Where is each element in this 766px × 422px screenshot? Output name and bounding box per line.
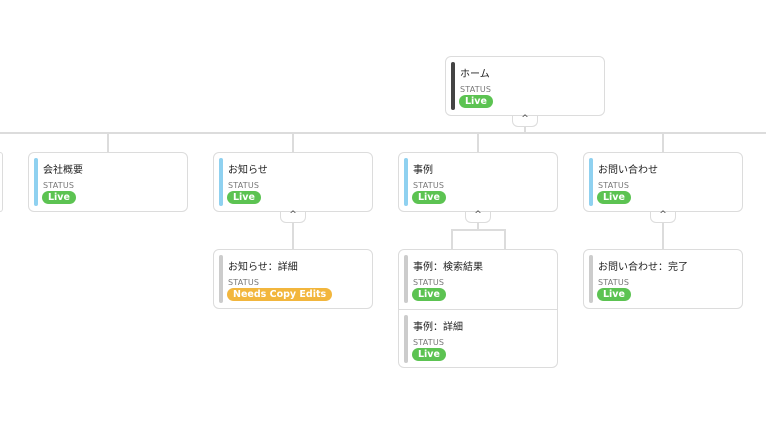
collapse-toggle[interactable]: ^ bbox=[512, 114, 538, 127]
page-card-contact[interactable]: お問い合わせ STATUS Live bbox=[583, 152, 743, 212]
page-title: 事例 bbox=[413, 165, 433, 176]
page-card-company[interactable]: 会社概要 STATUS Live bbox=[28, 152, 188, 212]
chevron-up-icon: ^ bbox=[521, 114, 529, 124]
page-card-home[interactable]: ホーム STATUS Live bbox=[445, 56, 605, 116]
status-label: STATUS bbox=[598, 278, 630, 287]
page-title: お問い合わせ：完了 bbox=[598, 262, 688, 273]
page-title: お知らせ：詳細 bbox=[228, 262, 298, 273]
status-label: STATUS bbox=[228, 278, 260, 287]
status-label: STATUS bbox=[598, 181, 630, 190]
connector bbox=[477, 133, 479, 152]
page-title: 事例：詳細 bbox=[413, 322, 463, 333]
status-label: STATUS bbox=[413, 278, 445, 287]
status-bar bbox=[219, 158, 223, 206]
connector bbox=[504, 229, 506, 249]
page-card-news-detail[interactable]: お知らせ：詳細 STATUS Needs Copy Edits bbox=[213, 249, 373, 309]
status-label: STATUS bbox=[228, 181, 260, 190]
page-title: お問い合わせ bbox=[598, 165, 658, 176]
status-badge: Live bbox=[42, 191, 76, 204]
status-badge: Live bbox=[597, 191, 631, 204]
connector bbox=[524, 126, 526, 133]
connector bbox=[451, 229, 453, 249]
chevron-up-icon: ^ bbox=[289, 210, 297, 220]
status-bar bbox=[404, 315, 408, 363]
chevron-up-icon: ^ bbox=[474, 210, 482, 220]
status-badge: Live bbox=[412, 191, 446, 204]
page-card-news[interactable]: お知らせ STATUS Live bbox=[213, 152, 373, 212]
collapse-toggle[interactable]: ^ bbox=[280, 210, 306, 223]
status-label: STATUS bbox=[43, 181, 75, 190]
page-title: お知らせ bbox=[228, 165, 268, 176]
status-badge: Live bbox=[227, 191, 261, 204]
status-badge: Live bbox=[597, 288, 631, 301]
status-label: STATUS bbox=[413, 338, 445, 347]
status-bar bbox=[404, 158, 408, 206]
chevron-up-icon: ^ bbox=[659, 210, 667, 220]
page-title: 会社概要 bbox=[43, 165, 83, 176]
page-card-contact-complete[interactable]: お問い合わせ：完了 STATUS Live bbox=[583, 249, 743, 309]
status-bar bbox=[404, 255, 408, 303]
page-card-cases-search[interactable]: 事例：検索結果 STATUS Live bbox=[399, 250, 557, 308]
connector bbox=[107, 133, 109, 152]
status-bar bbox=[451, 62, 455, 110]
connector bbox=[292, 133, 294, 152]
page-card-cases-detail[interactable]: 事例：詳細 STATUS Live bbox=[399, 309, 557, 368]
connector bbox=[662, 222, 664, 249]
page-card-edge[interactable] bbox=[0, 152, 3, 212]
connector bbox=[451, 229, 506, 231]
status-badge: Live bbox=[412, 348, 446, 361]
collapse-toggle[interactable]: ^ bbox=[650, 210, 676, 223]
status-bar bbox=[34, 158, 38, 206]
collapse-toggle[interactable]: ^ bbox=[465, 210, 491, 223]
connector bbox=[662, 133, 664, 152]
status-badge: Live bbox=[412, 288, 446, 301]
status-label: STATUS bbox=[460, 85, 492, 94]
status-label: STATUS bbox=[413, 181, 445, 190]
connector bbox=[477, 222, 479, 230]
page-title: ホーム bbox=[460, 69, 490, 80]
page-card-group-cases: 事例：検索結果 STATUS Live 事例：詳細 STATUS Live bbox=[398, 249, 558, 368]
connector bbox=[0, 132, 766, 134]
status-bar bbox=[589, 158, 593, 206]
connector bbox=[292, 222, 294, 249]
page-card-cases[interactable]: 事例 STATUS Live bbox=[398, 152, 558, 212]
page-title: 事例：検索結果 bbox=[413, 262, 483, 273]
status-bar bbox=[589, 255, 593, 303]
status-badge: Needs Copy Edits bbox=[227, 288, 333, 301]
status-badge: Live bbox=[459, 95, 493, 108]
status-bar bbox=[219, 255, 223, 303]
